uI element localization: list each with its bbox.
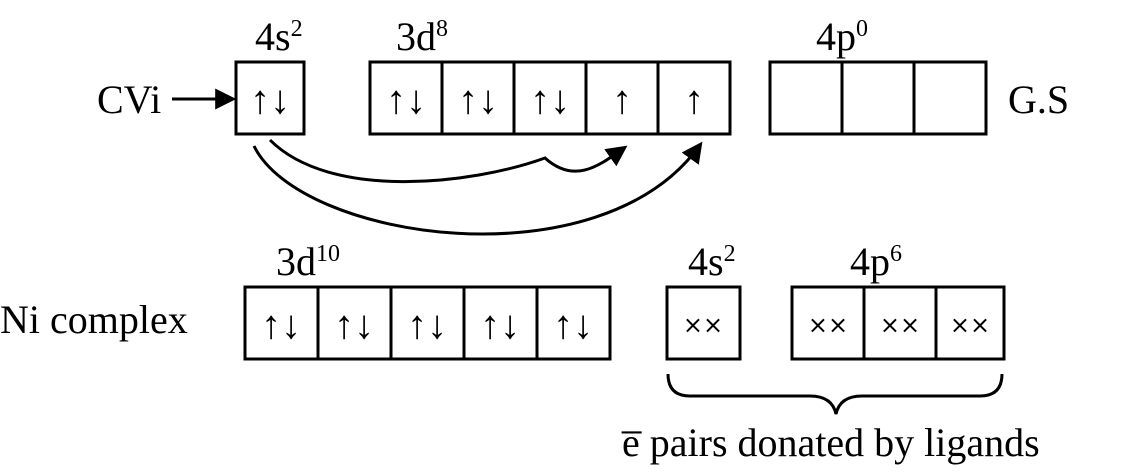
cx-4p-label: 4p6: [850, 239, 902, 284]
gs-4s-label: 4s2: [255, 14, 303, 59]
cx-3d-electrons-2: ↑↓: [334, 302, 374, 347]
gs-4p-box-3: [912, 60, 988, 136]
cx-4s-pair: ××: [683, 311, 723, 339]
gs-4p-label: 4p0: [816, 14, 868, 59]
cx-4s-label: 4s2: [688, 239, 736, 284]
gs-3d-electrons-4: ↑: [612, 77, 632, 122]
gs-3d-label: 3d8: [396, 14, 448, 59]
gs-3d-box-5: [656, 60, 732, 136]
gs-4s-box: [234, 60, 306, 136]
gs-3d-electrons-3: ↑↓: [530, 77, 570, 122]
cx-3d-electrons-1: ↑↓: [261, 302, 301, 347]
gs-3d-electrons-2: ↑↓: [458, 77, 498, 122]
gs-3d-electrons-5: ↑: [684, 77, 704, 122]
cx-4p-box-3: [934, 285, 1006, 361]
ligand-brace: [666, 373, 1004, 415]
cx-4p-pair-2: ××: [880, 311, 920, 339]
gs-4s-electrons: ↑↓: [250, 77, 290, 122]
cx-3d-label: 3d10: [276, 239, 340, 284]
state-label: G.S: [1008, 77, 1069, 122]
gs-4p-box-2: [840, 60, 916, 136]
cx-4s-box: [665, 285, 742, 361]
cx-3d-box-5: [535, 285, 612, 361]
cx-3d-electrons-4: ↑↓: [480, 302, 520, 347]
gs-3d-electrons-1: ↑↓: [386, 77, 426, 122]
cx-4p-pair-1: ××: [808, 311, 848, 339]
atom-label: CVi: [97, 77, 161, 122]
promotion-arrow-long: [252, 141, 703, 236]
promotion-arrow-short: [268, 138, 628, 184]
gs-4p-box-1: [768, 60, 844, 136]
complex-label: Ni complex: [0, 297, 188, 342]
cx-3d-electrons-3: ↑↓: [407, 302, 447, 347]
cx-3d-electrons-5: ↑↓: [553, 302, 593, 347]
brace-caption: e̅ pairs donated by ligands: [621, 420, 1040, 465]
cx-4p-pair-3: ××: [950, 311, 990, 339]
